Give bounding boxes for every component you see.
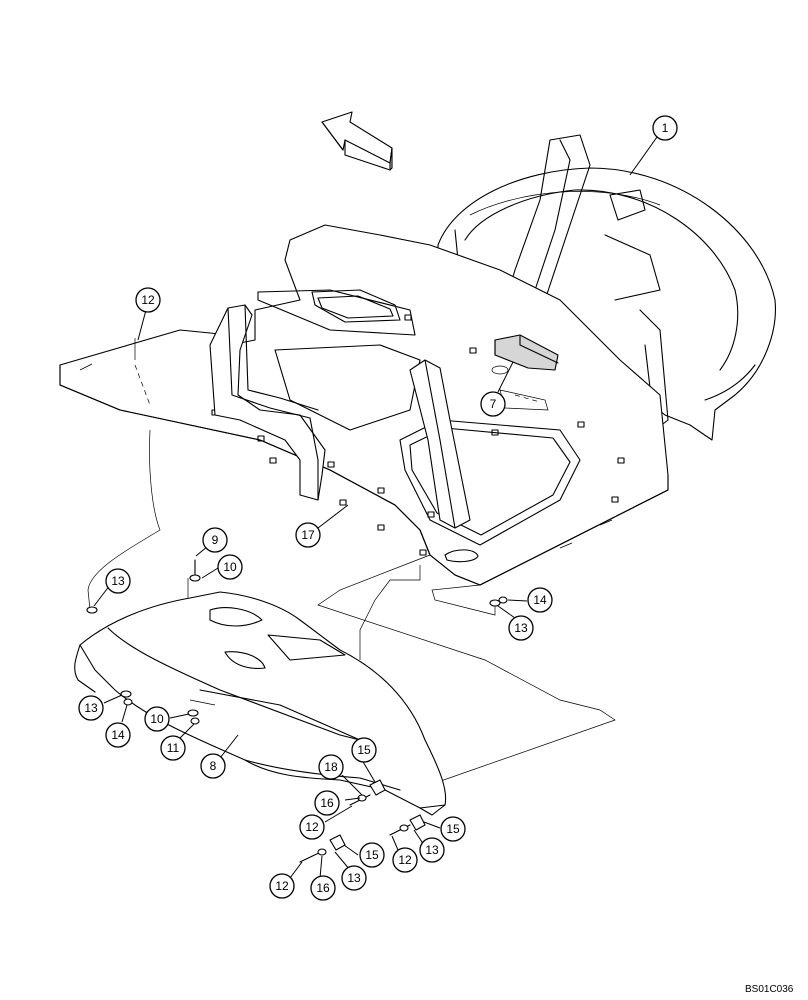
callout-9: 9: [202, 527, 228, 553]
floor-plate: [59, 224, 669, 586]
direction-arrow-icon: [321, 111, 393, 171]
callout-14: 14: [105, 722, 131, 748]
callout-13: 13: [78, 695, 104, 721]
callout-label: 18: [324, 760, 338, 774]
callout-label: 9: [212, 533, 219, 547]
callout-12: 12: [392, 847, 418, 873]
callout-label: 14: [111, 728, 125, 742]
callout-18: 18: [318, 754, 344, 780]
callout-label: 11: [167, 741, 180, 755]
callout-7: 7: [480, 391, 506, 417]
callout-13: 13: [341, 865, 367, 891]
callout-label: 13: [514, 621, 528, 635]
callout-16: 16: [314, 790, 340, 816]
callout-11: 11: [160, 735, 186, 761]
callout-label: 10: [150, 712, 164, 726]
callout-label: 12: [275, 879, 289, 893]
callout-15: 15: [359, 842, 385, 868]
callout-12: 12: [269, 873, 295, 899]
mounting-tabs: [211, 314, 625, 556]
callout-15: 15: [351, 737, 377, 763]
callout-10: 10: [144, 706, 170, 732]
assembly-guide-lines: [87, 338, 616, 791]
drawing-code: BS01C036: [745, 984, 794, 995]
callout-label: 17: [301, 528, 315, 542]
callout-8: 8: [200, 753, 226, 779]
callout-label: 14: [533, 593, 547, 607]
callout-17: 17: [295, 522, 321, 548]
callout-12: 12: [299, 814, 325, 840]
callout-12: 12: [135, 287, 161, 313]
callout-1: 1: [652, 115, 678, 141]
callout-label: 13: [111, 574, 125, 588]
callout-label: 15: [446, 822, 460, 836]
leader-lines: [93, 129, 663, 879]
callout-label: 15: [357, 743, 371, 757]
callout-13: 13: [105, 568, 131, 594]
callout-14: 14: [527, 587, 553, 613]
callout-label: 7: [490, 397, 497, 411]
callout-label: 1: [662, 121, 669, 135]
fastener-hardware: [86, 559, 508, 863]
callout-label: 12: [141, 293, 155, 307]
callout-label: 12: [305, 820, 319, 834]
callout-16: 16: [310, 875, 336, 901]
callout-label: 16: [320, 796, 334, 810]
callout-13: 13: [419, 837, 445, 863]
callout-15: 15: [440, 816, 466, 842]
callout-label: 16: [316, 881, 330, 895]
callout-13: 13: [508, 615, 534, 641]
callout-label: 8: [210, 759, 217, 773]
callout-label: 13: [347, 871, 361, 885]
callout-label: 15: [365, 848, 379, 862]
callout-label: 13: [425, 843, 439, 857]
callout-label: 12: [398, 853, 412, 867]
callout-label: 10: [223, 560, 237, 574]
callout-10: 10: [217, 554, 243, 580]
callout-label: 13: [84, 701, 98, 715]
